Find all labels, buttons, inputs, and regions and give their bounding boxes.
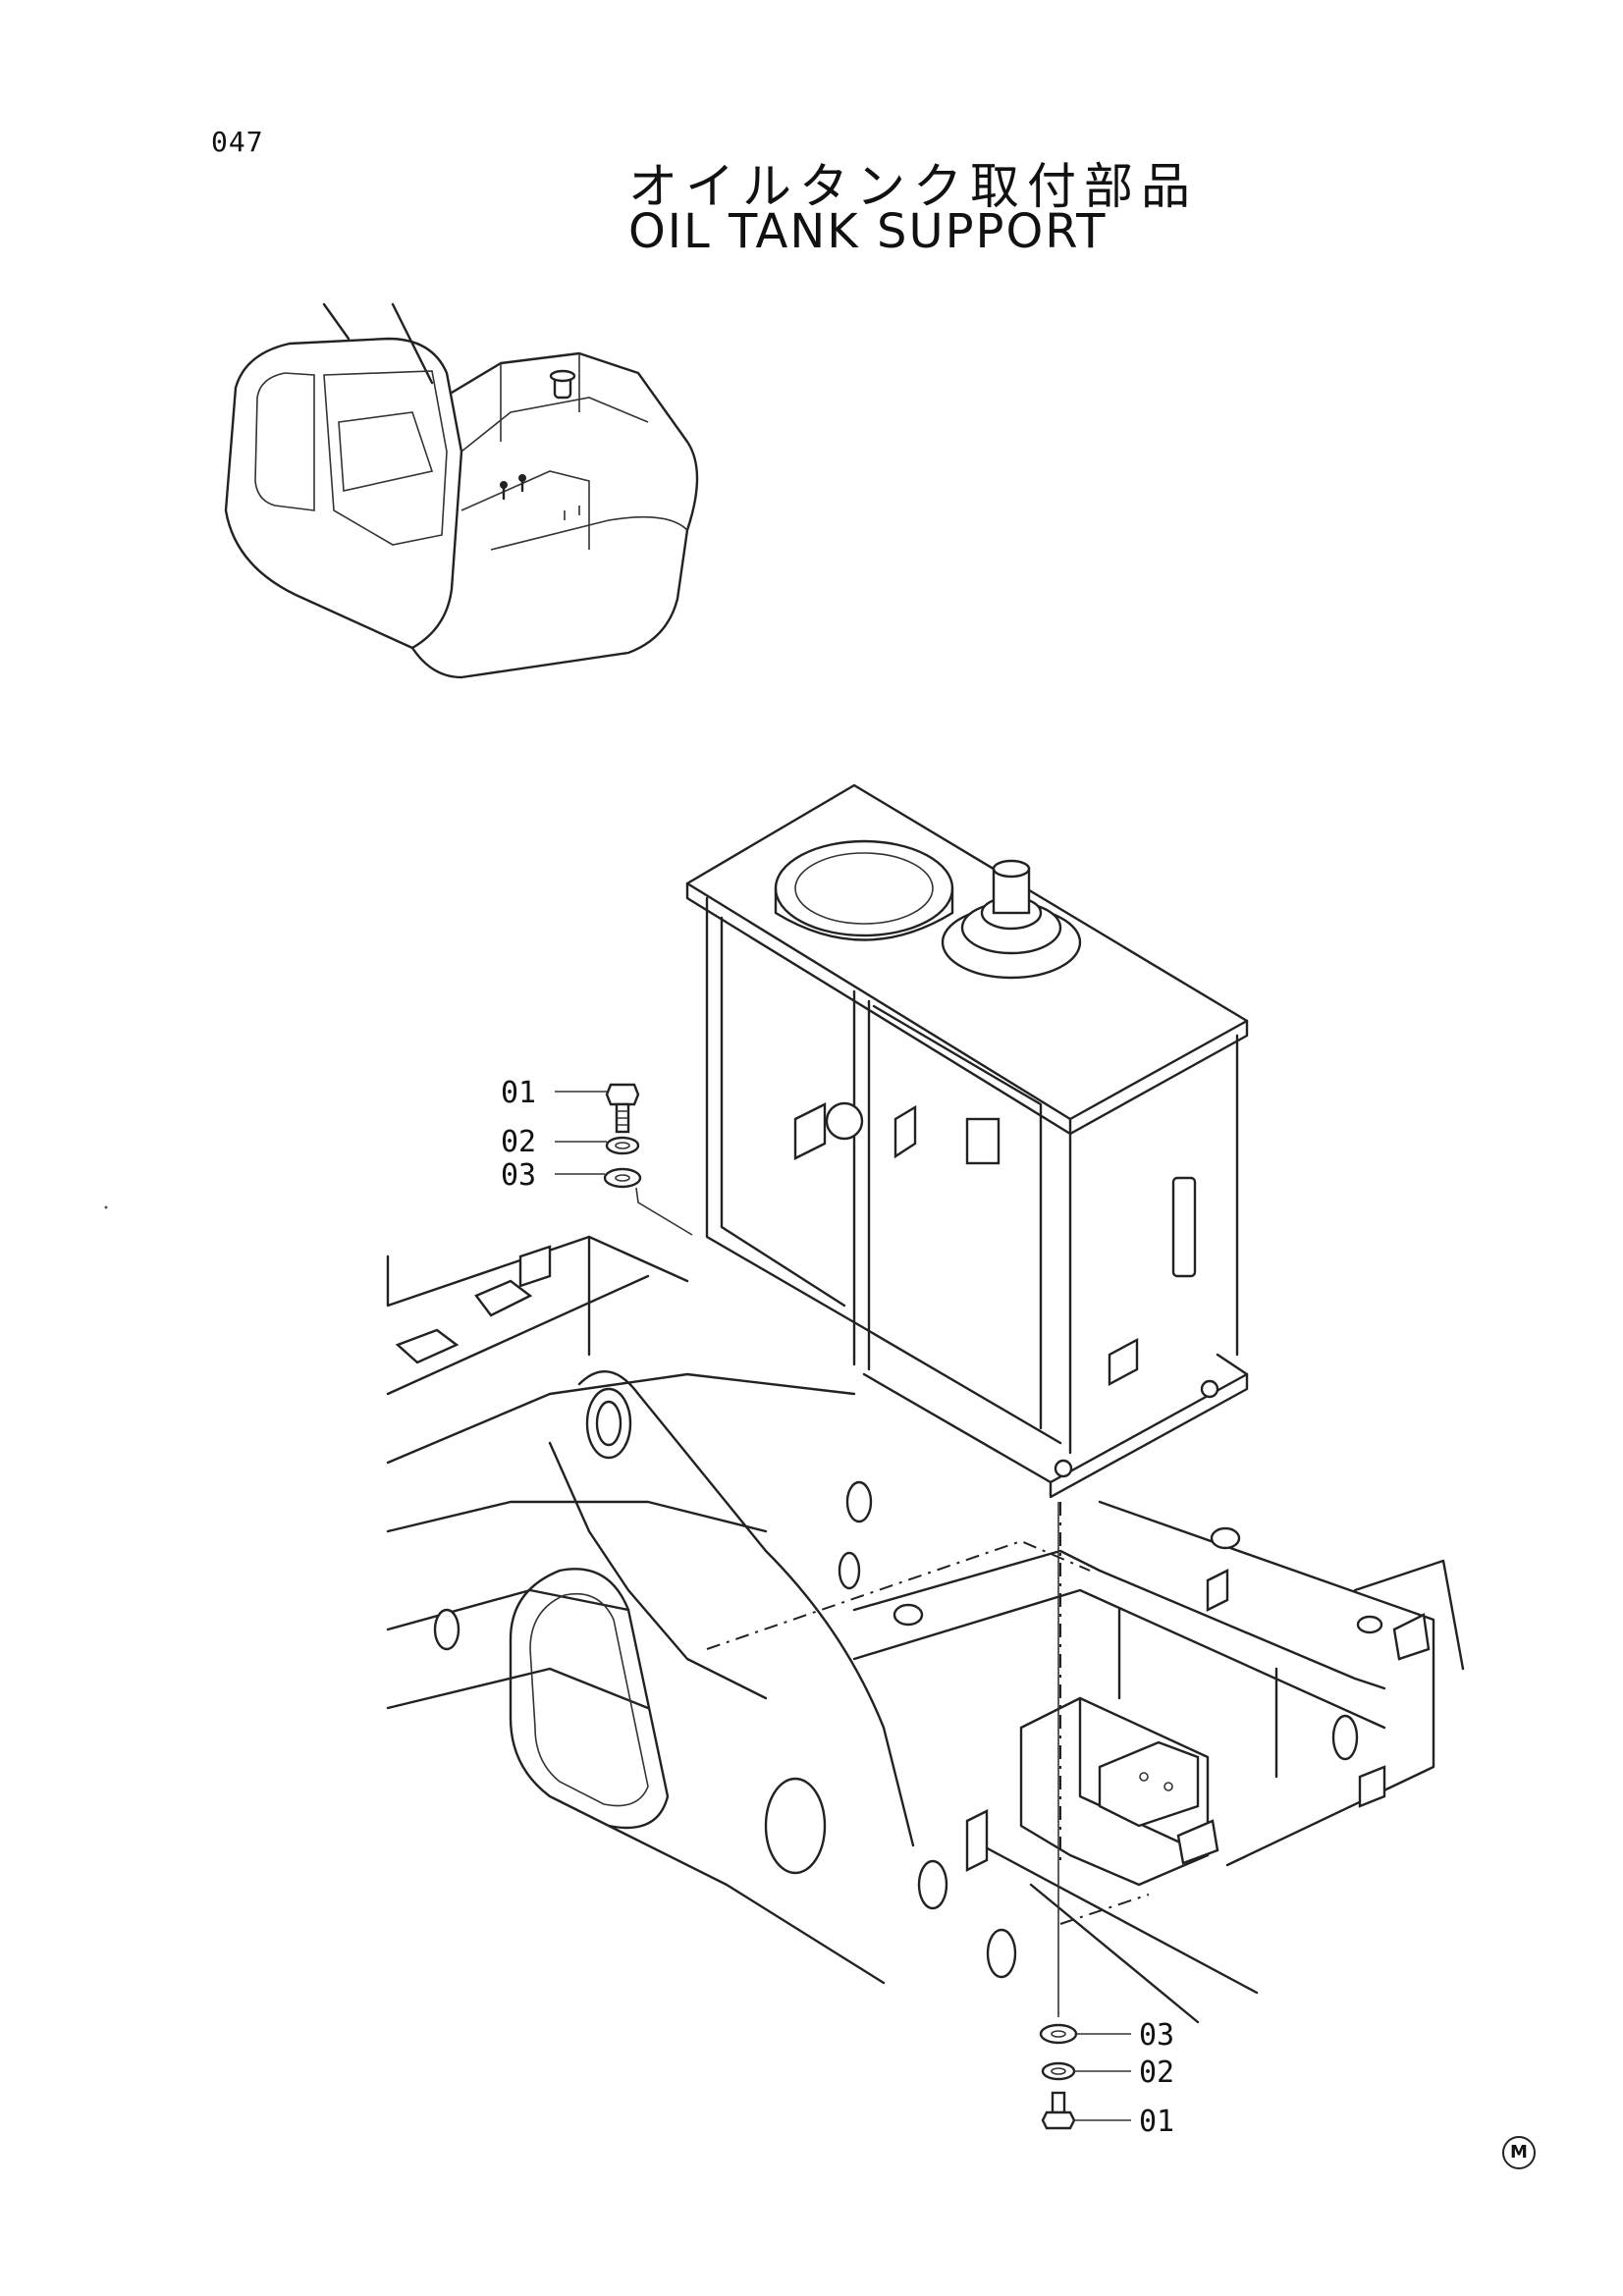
page-title-jp: オイルタンク取付部品	[628, 158, 1198, 215]
oil-tank	[685, 783, 1249, 1499]
callout-group-top: 01 02 03	[501, 1076, 693, 1236]
callout-bottom-02: 02	[1139, 2056, 1174, 2090]
upperstructure-frame	[386, 1235, 1465, 2024]
callout-bottom-03: 03	[1139, 2018, 1174, 2053]
page-title-en: OIL TANK SUPPORT	[628, 204, 1108, 259]
stray-mark	[104, 1205, 108, 1209]
page-number: 047	[211, 126, 264, 158]
excavator-overview-inset	[224, 302, 699, 679]
callout-top-01: 01	[501, 1076, 536, 1110]
manufacturer-mark: M	[1502, 2136, 1536, 2169]
callout-top-02: 02	[501, 1125, 536, 1159]
callout-top-03: 03	[501, 1158, 536, 1193]
callout-bottom-01: 01	[1139, 2105, 1174, 2139]
callout-group-bottom: 03 02 01	[1039, 1502, 1174, 2139]
